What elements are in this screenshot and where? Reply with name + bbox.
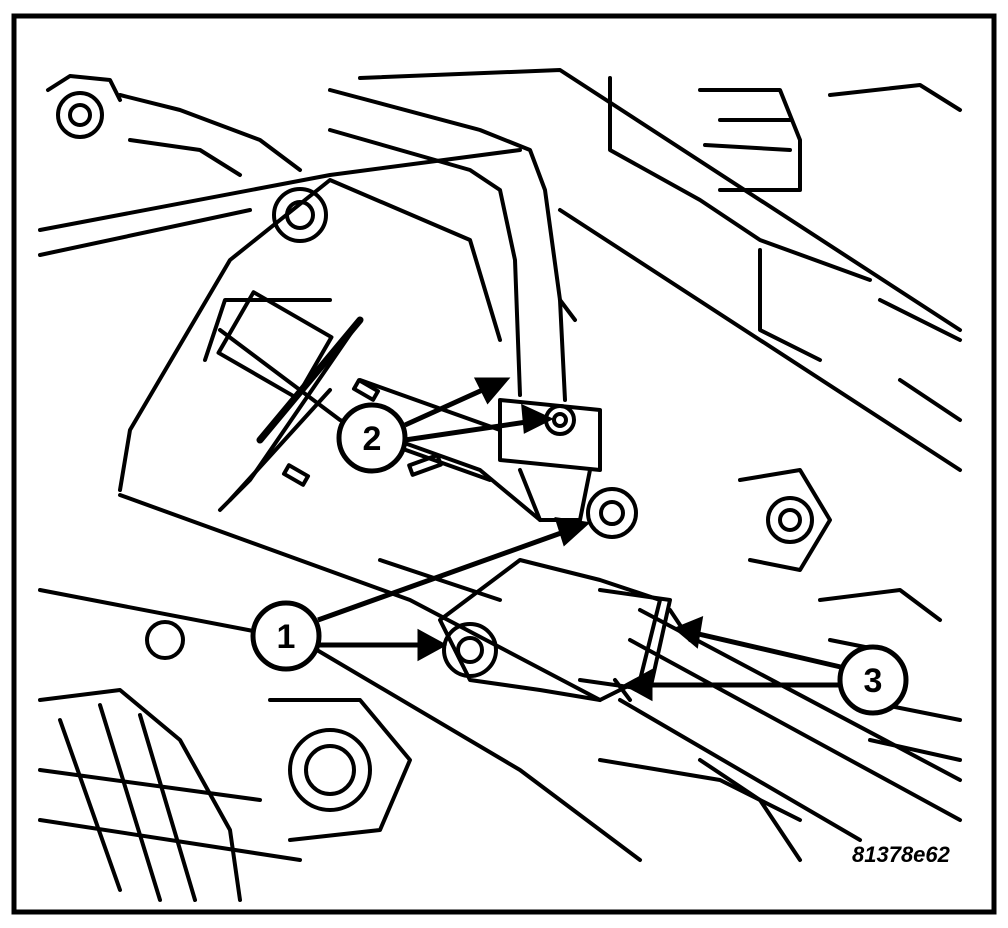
arrowhead-1-lower: [417, 628, 448, 662]
callout-3-number: 3: [864, 662, 883, 700]
callout-3: 3: [837, 644, 909, 716]
callout-2-number: 2: [363, 420, 382, 458]
arrowhead-3-upper: [673, 615, 704, 649]
arrow-3-upper: [689, 629, 846, 671]
arrowhead-3-lower: [622, 668, 653, 702]
callout-2: 2: [336, 402, 408, 474]
arrow-2-lower: [404, 417, 541, 443]
arrow-1-upper: [317, 525, 576, 623]
arrowhead-2-upper: [473, 377, 511, 405]
arrowhead-1-upper: [554, 516, 591, 547]
leader-arrows: [317, 377, 846, 702]
engine-line-art: [38, 68, 962, 902]
callout-1: 1: [250, 600, 322, 672]
arrowhead-2-lower: [521, 403, 554, 434]
figure-id-label: 81378e62: [852, 842, 951, 867]
callout-1-number: 1: [277, 618, 296, 656]
